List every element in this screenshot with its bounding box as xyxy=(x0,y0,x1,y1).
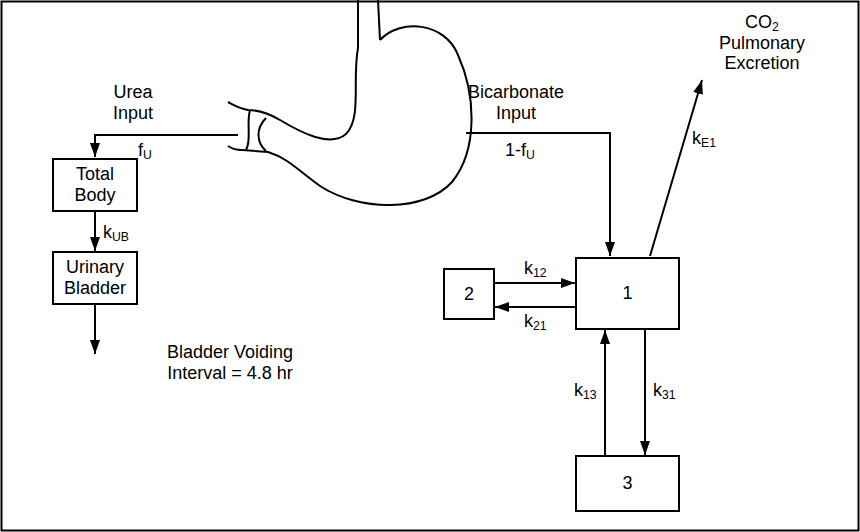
esophagus-wall xyxy=(357,0,359,48)
subscript: E1 xyxy=(701,136,716,150)
text-part: k xyxy=(574,380,583,400)
rate-arrow xyxy=(495,306,575,308)
subscript: 13 xyxy=(583,388,597,402)
text-part: k xyxy=(524,258,533,278)
compartment-box: Urinary Bladder xyxy=(52,251,138,305)
text-part: Pulmonary Excretion xyxy=(719,33,805,74)
diagram-label: 1-fU xyxy=(498,140,542,161)
rate-constant: k31 xyxy=(653,380,676,401)
stomach-outline xyxy=(228,48,358,139)
text-part: CO xyxy=(745,12,772,32)
rate-constant: kUB xyxy=(103,222,129,243)
diagram-label: fU xyxy=(130,140,160,161)
compartment-box: 2 xyxy=(443,268,495,320)
diagram-label: kE1 xyxy=(692,128,726,149)
text-part: k xyxy=(524,311,533,331)
bicarbonate-input-arrow xyxy=(466,133,610,256)
box-label: Total Body xyxy=(54,162,136,207)
rate-constant: k13 xyxy=(574,380,597,401)
pylorus-line xyxy=(259,118,267,151)
box-label: 2 xyxy=(460,282,478,307)
rate-arrow xyxy=(604,330,606,455)
box-label: Urinary Bladder xyxy=(54,255,136,300)
stomach-drawing xyxy=(228,0,472,205)
text-part: k xyxy=(692,128,701,148)
subscript: 21 xyxy=(533,319,547,333)
rate-arrow xyxy=(94,212,96,251)
compartment-box: 1 xyxy=(575,257,680,330)
text-part: 1-f xyxy=(505,140,526,160)
subscript: U xyxy=(143,148,152,162)
pylorus-line xyxy=(246,110,250,150)
excretion-arrow xyxy=(650,80,702,256)
box-label: 3 xyxy=(618,471,636,496)
voiding-arrow xyxy=(94,301,96,354)
diagram-label: CO2 Pulmonary Excretion xyxy=(712,12,812,74)
compartment-box: 3 xyxy=(575,455,680,512)
subscript: U xyxy=(526,148,535,162)
box-label: 1 xyxy=(618,281,636,306)
rate-constant: k12 xyxy=(524,258,547,279)
rate-arrow xyxy=(495,282,575,284)
diagram-label: Urea Input xyxy=(100,82,166,123)
rate-arrow xyxy=(644,330,646,455)
subscript: 2 xyxy=(772,20,779,34)
text-part: k xyxy=(653,380,662,400)
subscript: UB xyxy=(112,230,129,244)
rate-constant: k21 xyxy=(524,311,547,332)
subscript: 31 xyxy=(662,388,676,402)
diagram-label: Bladder Voiding Interval = 4.8 hr xyxy=(140,342,320,383)
subscript: 12 xyxy=(533,266,547,280)
text-part: f xyxy=(138,140,143,160)
compartment-box: Total Body xyxy=(52,158,138,212)
esophagus-wall xyxy=(378,0,380,40)
stomach-outline xyxy=(228,26,472,205)
text-part: k xyxy=(103,222,112,242)
diagram-label: Bicarbonate Input xyxy=(460,82,572,123)
urea-input-arrow xyxy=(95,135,238,157)
